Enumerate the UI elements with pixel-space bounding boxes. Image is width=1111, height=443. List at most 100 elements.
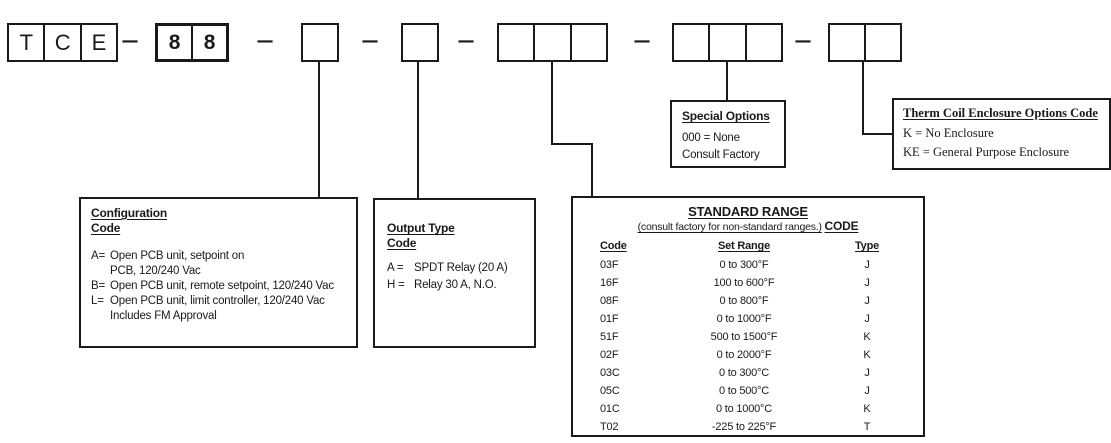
part-prefix-cell: C: [43, 25, 79, 60]
output-type-item: A = SPDT Relay (20 A): [387, 260, 528, 277]
standard-range-title: STANDARD RANGE: [688, 204, 808, 219]
output-type-item-code: A =: [387, 262, 404, 274]
table-row: T02 -225 to 225°F T: [573, 418, 923, 436]
enclosure-options-title: Therm Coil Enclosure Options Code: [903, 106, 1098, 120]
set-range: -225 to 225°F: [711, 421, 777, 433]
enclosure-code-box: [828, 23, 902, 62]
special-options-code-box: [672, 23, 783, 62]
thermocouple-type: T: [863, 421, 871, 433]
special-options-callout: Special Options 000 = None Consult Facto…: [670, 100, 786, 168]
set-range: 0 to 300°F: [719, 259, 769, 271]
table-row: 02F 0 to 2000°F K: [573, 346, 923, 364]
standard-range-subtitle: (consult factory for non-standard ranges…: [637, 219, 859, 233]
connector-line-enclosure-v: [862, 61, 864, 135]
table-row: 03F 0 to 300°F J: [573, 256, 923, 274]
configuration-item-code: A=: [91, 250, 105, 262]
separator-dash: —: [794, 31, 812, 51]
output-type-subtitle: Code: [387, 236, 417, 250]
configuration-code-cell: [303, 25, 337, 60]
thermocouple-type: J: [864, 385, 870, 397]
range-code: 01F: [600, 313, 619, 325]
set-range: 100 to 600°F: [713, 277, 775, 289]
thermocouple-type: J: [864, 313, 870, 325]
standard-range-header-row: Code Set Range Type: [573, 239, 923, 256]
set-range: 0 to 1000°C: [715, 403, 773, 415]
output-type-callout: Output Type Code A = SPDT Relay (20 A) H…: [373, 198, 536, 348]
connector-line-special-options: [726, 61, 728, 100]
output-type-item-text: SPDT Relay (20 A): [414, 262, 508, 274]
thermocouple-type: J: [864, 277, 870, 289]
range-code-cell: [569, 25, 606, 60]
range-code: 16F: [600, 277, 619, 289]
configuration-item-text: Open PCB unit, remote setpoint, 120/240 …: [110, 280, 334, 292]
output-type-title: Output Type: [387, 221, 455, 235]
part-model-box: 8 8: [155, 23, 229, 62]
special-options-line: Consult Factory: [682, 149, 760, 161]
configuration-item-text: Open PCB unit, setpoint on PCB, 120/240 …: [110, 250, 245, 277]
set-range: 0 to 1000°F: [716, 313, 772, 325]
table-row: 01C 0 to 1000°C K: [573, 400, 923, 418]
configuration-item: B= Open PCB unit, remote setpoint, 120/2…: [91, 279, 350, 294]
separator-dash: —: [121, 31, 139, 51]
separator-dash: —: [256, 31, 274, 51]
special-options-code-cell: [674, 25, 708, 60]
output-type-item-text: Relay 30 A, N.O.: [414, 279, 497, 291]
range-code: 02F: [600, 349, 619, 361]
separator-dash: —: [457, 31, 475, 51]
enclosure-options-callout: Therm Coil Enclosure Options Code K = No…: [892, 98, 1111, 170]
range-code: 08F: [600, 295, 619, 307]
output-type-item-code: H =: [387, 279, 405, 291]
separator-dash: —: [361, 31, 379, 51]
thermocouple-type: K: [863, 331, 871, 343]
table-row: 01F 0 to 1000°F J: [573, 310, 923, 328]
connector-line-configuration: [318, 61, 320, 197]
enclosure-options-line: K = No Enclosure: [903, 126, 994, 140]
configuration-item-code: B=: [91, 280, 105, 292]
connector-line-range-h: [551, 143, 593, 145]
set-range: 500 to 1500°F: [710, 331, 778, 343]
special-options-code-cell: [744, 25, 781, 60]
range-code: 51F: [600, 331, 619, 343]
part-model-cell: 8: [168, 30, 181, 54]
connector-line-range-v1: [551, 61, 553, 145]
range-code: 05C: [600, 385, 620, 397]
configuration-item: L= Open PCB unit, limit controller, 120/…: [91, 294, 350, 324]
configuration-code-box: [301, 23, 339, 62]
configuration-item: A= Open PCB unit, setpoint on PCB, 120/2…: [91, 249, 350, 279]
set-range: 0 to 500°C: [718, 385, 770, 397]
set-range: 0 to 300°C: [718, 367, 770, 379]
range-code: T02: [600, 421, 619, 433]
thermocouple-type: K: [863, 403, 871, 415]
configuration-item-code: L=: [91, 295, 104, 307]
separator-dash: —: [633, 31, 651, 51]
table-row: 08F 0 to 800°F J: [573, 292, 923, 310]
connector-line-enclosure-h: [862, 133, 892, 135]
range-code-cell: [499, 25, 533, 60]
thermocouple-type: J: [864, 367, 870, 379]
enclosure-options-line: KE = General Purpose Enclosure: [903, 144, 1070, 159]
output-type-code-box: [401, 23, 439, 62]
special-options-title: Special Options: [682, 109, 770, 123]
table-row: 03C 0 to 300°C J: [573, 364, 923, 382]
range-code: 01C: [600, 403, 620, 415]
part-prefix-box: T C E: [7, 23, 118, 62]
column-header-code: Code: [600, 240, 627, 252]
configuration-title: Configuration: [91, 206, 168, 220]
output-type-item: H = Relay 30 A, N.O.: [387, 277, 528, 294]
table-row: 16F 100 to 600°F J: [573, 274, 923, 292]
column-header-type: Type: [854, 240, 880, 252]
configuration-item-text: Open PCB unit, limit controller, 120/240…: [110, 295, 325, 322]
range-code-box: [497, 23, 608, 62]
part-prefix-cell: T: [19, 29, 33, 55]
connector-line-range-v2: [591, 143, 593, 196]
configuration-subtitle: Code: [91, 221, 121, 235]
column-header-set-range: Set Range: [718, 240, 770, 252]
standard-range-callout: STANDARD RANGE (consult factory for non-…: [571, 196, 925, 437]
thermocouple-type: K: [863, 349, 871, 361]
set-range: 0 to 2000°F: [716, 349, 772, 361]
special-options-code-cell: [708, 25, 744, 60]
part-prefix-cell: E: [79, 25, 116, 60]
output-type-code-cell: [403, 25, 437, 60]
range-code-cell: [533, 25, 569, 60]
